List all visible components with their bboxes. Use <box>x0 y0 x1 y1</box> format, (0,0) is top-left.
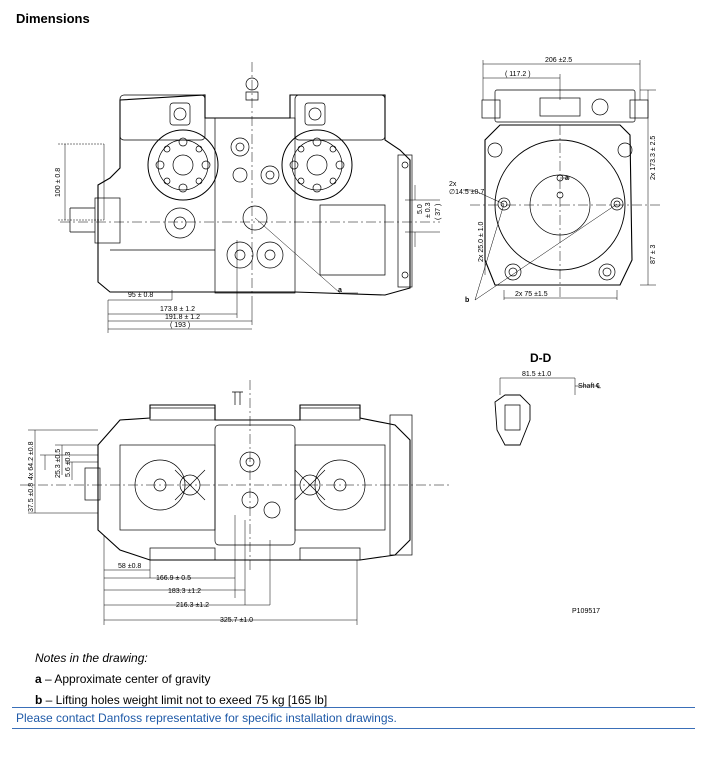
section-title: D-D <box>530 351 552 365</box>
section-d-d <box>494 377 600 446</box>
dim-front-193: ( 193 ) <box>170 322 190 329</box>
side-view <box>481 89 649 286</box>
dim-section-81: 81.5 ±1.0 <box>522 371 551 378</box>
dim-side-117: ( 117.2 ) <box>505 71 531 78</box>
part-number: P109517 <box>572 608 600 615</box>
dim-front-95: 95 ± 0.8 <box>128 292 153 299</box>
dim-top-37: 37.5 ±0.8 <box>28 483 35 512</box>
notes-title: Notes in the drawing: <box>35 651 148 665</box>
dim-top-216: 216.3 ±1.2 <box>176 602 209 609</box>
page-title: Dimensions <box>16 11 90 26</box>
dim-side-87: 87 ± 3 <box>650 244 657 264</box>
drawing-notes: Notes in the drawing: a – Approximate ce… <box>35 648 327 711</box>
dim-top-25: 25.3 ±0.5 <box>55 449 62 478</box>
label-b-side: b <box>465 297 469 304</box>
dim-front-191: 191.8 ± 1.2 <box>165 314 200 321</box>
footer-note: Please contact Danfoss representative fo… <box>16 711 397 725</box>
label-a-front: a <box>338 287 342 294</box>
dim-front-5: 5.0 <box>417 204 424 214</box>
divider-bottom <box>12 728 695 729</box>
dim-side-173: 2x 173.3 ± 2.5 <box>650 136 657 180</box>
dim-front-03: ± 0.3 <box>425 202 432 218</box>
dim-side-75: 2x 75 ±1.5 <box>515 291 548 298</box>
top-view <box>84 391 413 561</box>
dim-top-325: 325.7 ±1.0 <box>220 617 253 624</box>
top-view-dimensions <box>20 380 450 625</box>
technical-drawing: 100 ± 0.8 95 ± 0.8 173.8 ± 1.2 191.8 ± 1… <box>20 57 660 625</box>
dim-front-173: 173.8 ± 1.2 <box>160 306 195 313</box>
dim-section-shaft: Shaft ℄ <box>578 383 601 390</box>
note-item-a: a – Approximate center of gravity <box>35 672 211 686</box>
label-a-side: a <box>565 175 569 182</box>
dim-side-25: 2x 25.0 ± 1.0 <box>478 221 485 262</box>
divider-top <box>12 707 695 708</box>
dim-side-hole-count: 2x <box>449 181 457 188</box>
dim-top-5-6: 5.6 ±0.3 <box>65 452 72 477</box>
note-item-b: b – Lifting holes weight limit not to ex… <box>35 693 328 707</box>
dim-top-183: 183.3 ±1.2 <box>168 588 201 595</box>
dim-top-4x64: 4x 64.2 ±0.8 <box>28 441 35 480</box>
dim-side-206: 206 ±2.5 <box>545 57 572 64</box>
dim-front-100: 100 ± 0.8 <box>55 168 62 197</box>
dim-top-166: 166.9 ± 0.5 <box>156 575 191 582</box>
front-view <box>69 77 413 296</box>
dim-front-37: ( 37 ) <box>435 204 442 220</box>
front-view-dimensions <box>58 62 440 333</box>
dim-top-58: 58 ±0.8 <box>118 563 141 570</box>
dim-side-hole-dia: ∅14.5 ±0.7 <box>449 189 484 196</box>
side-view-dimensions <box>463 60 660 301</box>
